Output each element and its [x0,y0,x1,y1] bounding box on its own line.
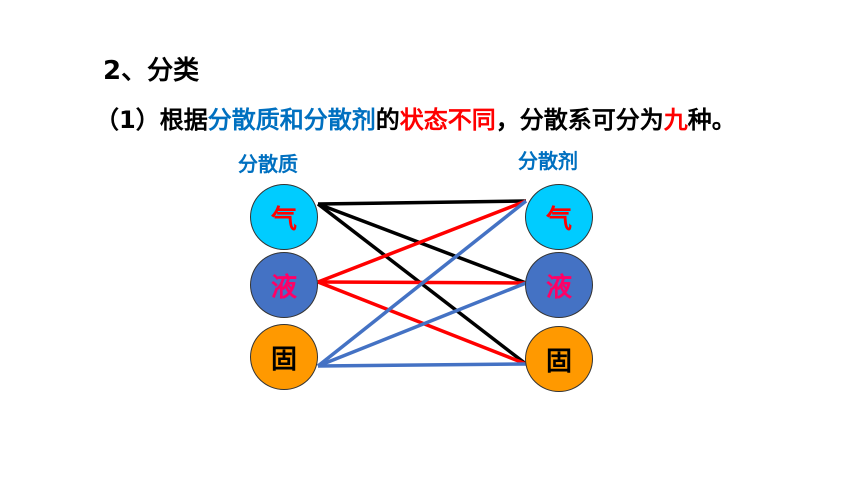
connection-line-2 [317,202,527,285]
left-gas-circle: 气 [250,184,318,250]
left-liquid-circle: 液 [250,252,318,318]
connection-line-4 [317,199,527,284]
sentence-middle: 的 [375,106,400,134]
right-gas-circle: 气 [525,184,593,250]
sentence-suffix-a: ，分散系可分为 [495,106,664,134]
connection-line-7 [316,199,528,368]
sentence-red-phrase: 状态不同 [399,106,496,134]
connection-line-8 [317,281,527,368]
right-liquid-circle: 液 [525,252,593,318]
sentence-blue-phrase: 分散质和分散剂 [207,106,376,134]
connection-line-1 [317,199,527,206]
sentence-suffix-b: 种。 [687,106,736,134]
left-solid-circle: 固 [250,324,318,390]
sentence-prefix: （1）根据 [95,106,208,134]
classification-sentence: （1）根据分散质和分散剂的状态不同，分散系可分为九种。 [95,100,736,135]
connection-line-9 [317,362,527,368]
right-solid-circle: 固 [525,326,593,392]
dispersed-phase-title: 分散质 [238,152,298,176]
section-heading: 2、分类 [103,56,200,86]
sentence-number: 九 [663,106,688,134]
dispersion-medium-title: 分散剂 [518,149,578,173]
